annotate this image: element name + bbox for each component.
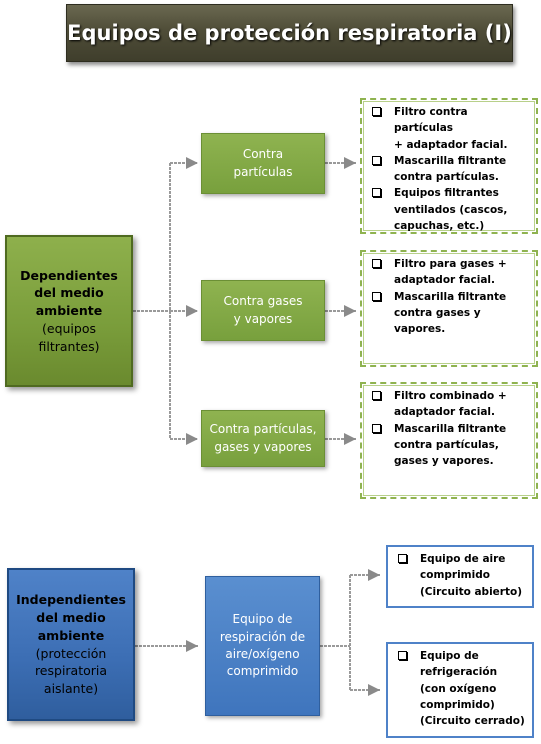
checkbox-bullet-icon bbox=[372, 423, 381, 433]
checkbox-bullet-icon bbox=[372, 259, 381, 268]
page-title: Equipos de protección respiratoria (I) bbox=[66, 4, 513, 62]
sub-gases: Contra gases y vapores bbox=[201, 280, 325, 341]
sub-combined-line2: gases y vapores bbox=[214, 439, 312, 454]
detail-combined: Filtro combinado +adaptador facial. Masc… bbox=[360, 382, 538, 499]
list-item: Filtro combinado +adaptador facial. bbox=[370, 388, 530, 421]
checkbox-bullet-icon bbox=[398, 554, 407, 563]
sub-compressed: Equipo de respiración de aire/oxígeno co… bbox=[205, 576, 320, 716]
detail-gases: Filtro para gases +adaptador facial. Mas… bbox=[360, 250, 538, 367]
category-dependent-line2: del medio bbox=[34, 285, 104, 301]
category-dependent-line5: filtrantes) bbox=[38, 338, 100, 354]
page-title-text: Equipos de protección respiratoria (I) bbox=[67, 21, 512, 45]
list-item: Filtro contra partículas+ adaptador faci… bbox=[370, 104, 530, 153]
checkbox-bullet-icon bbox=[372, 107, 381, 116]
checkbox-bullet-icon bbox=[372, 391, 381, 400]
checkbox-bullet-icon bbox=[372, 155, 381, 165]
sub-compressed-line3: aire/oxígeno bbox=[225, 647, 300, 661]
category-dependent-line3: ambiente bbox=[35, 303, 103, 319]
category-independent-line1: Independientes bbox=[16, 592, 126, 608]
category-independent: Independientes del medio ambiente (prote… bbox=[7, 568, 135, 721]
checkbox-bullet-icon bbox=[372, 188, 381, 198]
checkbox-bullet-icon bbox=[372, 291, 381, 301]
sub-compressed-line4: comprimido bbox=[226, 664, 299, 679]
category-independent-line6: aislante) bbox=[43, 681, 99, 696]
sub-particles-line2: partículas bbox=[233, 164, 293, 179]
category-independent-line2: del medio bbox=[36, 610, 106, 625]
sub-compressed-line1: Equipo de bbox=[232, 612, 293, 627]
category-independent-line3: ambiente bbox=[37, 627, 105, 643]
category-independent-line5: respiratoria bbox=[34, 663, 108, 679]
sub-compressed-line2: respiración de bbox=[219, 629, 306, 644]
detail-particles: Filtro contra partículas+ adaptador faci… bbox=[360, 98, 538, 234]
sub-particles-line1: Contra bbox=[242, 147, 284, 162]
sub-combined-line1: Contra partículas, bbox=[209, 422, 317, 437]
category-dependent-line4: (equipos bbox=[42, 320, 96, 336]
checkbox-bullet-icon bbox=[398, 651, 407, 660]
category-dependent-line1: Dependientes bbox=[20, 267, 118, 283]
sub-combined: Contra partículas, gases y vapores bbox=[201, 410, 325, 467]
sub-gases-line1: Contra gases bbox=[223, 294, 303, 309]
sub-gases-line2: y vapores bbox=[233, 311, 293, 326]
sub-particles: Contra partículas bbox=[201, 133, 325, 194]
list-item: Filtro para gases +adaptador facial. bbox=[370, 256, 530, 289]
category-dependent: Dependientes del medio ambiente (equipos… bbox=[5, 235, 133, 387]
category-independent-line4: (protección bbox=[35, 645, 107, 661]
